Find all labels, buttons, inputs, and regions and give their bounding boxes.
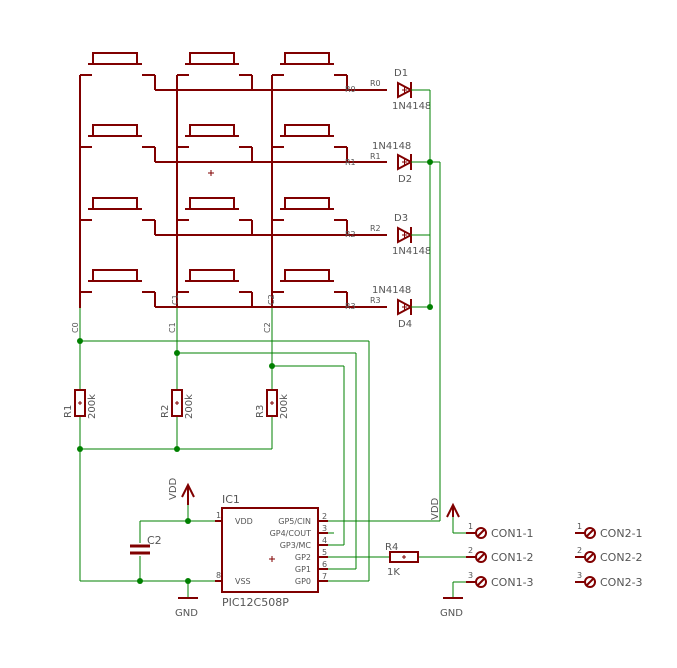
ic-ref: IC1 — [222, 493, 240, 506]
pushbutton-switch — [80, 52, 156, 90]
keypad-row-wires — [155, 89, 387, 308]
pushbutton-switch — [80, 269, 156, 307]
junction-dots — [77, 159, 433, 584]
con1-pin2-num: 2 — [468, 546, 473, 555]
gnd-label-con: GND — [440, 608, 463, 619]
connector-pins — [466, 527, 596, 588]
resistor-r3 — [266, 389, 278, 417]
ic-pin-label-vss: VSS — [235, 577, 251, 586]
column-label-c2: C2 — [263, 322, 272, 333]
ic-pin-label-gp2: GP2 — [295, 553, 311, 562]
ic-pin-num-1: 1 — [216, 511, 221, 520]
ic-pin-num-4: 4 — [322, 536, 327, 545]
ic-part: PIC12C508P — [222, 596, 289, 609]
diode-d3-ref: D3 — [394, 213, 408, 224]
ic-pin-num-3: 3 — [322, 524, 327, 533]
row-label-r2-small: R2 — [345, 230, 356, 239]
ic-pin-num-5: 5 — [322, 548, 327, 557]
diode-d4-ref: D4 — [398, 319, 412, 330]
con2-pin3-num: 3 — [577, 571, 582, 580]
resistor-r1 — [74, 389, 86, 417]
ic-pin-num-2: 2 — [322, 512, 327, 521]
resistor-r2-ref: R2 — [160, 405, 171, 418]
diode-d3 — [397, 226, 430, 244]
vdd-label-ic: VDD — [168, 477, 179, 500]
keypad-column-wires — [79, 75, 273, 308]
capacitor-c2 — [130, 544, 150, 555]
pushbutton-switch — [272, 197, 348, 235]
con1-pin3-num: 3 — [468, 571, 473, 580]
pushbutton-switch — [80, 124, 156, 162]
con2-3-label: CON2-3 — [600, 576, 643, 589]
pushbutton-switch — [177, 124, 253, 162]
diode-d1-value: 1N4148 — [392, 101, 431, 112]
row-label-r1-small: R1 — [345, 158, 356, 167]
diode-d4-value: 1N4148 — [372, 285, 411, 296]
column-label-c2-small: C2 — [267, 294, 276, 305]
pushbutton-switch — [272, 269, 348, 307]
ic-pin-label-gp0: GP0 — [295, 577, 311, 586]
con2-pin2-num: 2 — [577, 546, 582, 555]
con1-1-label: CON1-1 — [491, 527, 534, 540]
pushbutton-switch — [272, 124, 348, 162]
diode-d2-ref: D2 — [398, 174, 412, 185]
pushbutton-switch — [80, 197, 156, 235]
ic-pin-label-vdd: VDD — [235, 517, 253, 526]
pushbutton-switch — [177, 52, 253, 90]
ic-pic12c508p — [215, 507, 328, 593]
resistor-r2-value: 200k — [184, 394, 195, 419]
row-label-r3: R3 — [370, 296, 381, 305]
diode-d4 — [397, 298, 430, 316]
pushbutton-switch — [272, 52, 348, 90]
diode-d3-value: 1N4148 — [392, 246, 431, 257]
resistor-r3-value: 200k — [279, 394, 290, 419]
con2-2-label: CON2-2 — [600, 551, 643, 564]
vdd-arrow-icon — [446, 502, 460, 518]
row-label-r3-small: R3 — [345, 302, 356, 311]
ic-pin-num-7: 7 — [322, 572, 327, 581]
ic-pin-num-6: 6 — [322, 560, 327, 569]
ic-pin-label-gp5: GP5/CIN — [278, 517, 311, 526]
row-label-r0-small: R0 — [345, 85, 356, 94]
con2-pin1-num: 1 — [577, 522, 582, 531]
resistor-r4-value: 1K — [387, 567, 400, 578]
vdd-arrow-icon — [181, 482, 195, 505]
keypad-switches — [80, 52, 348, 307]
resistor-r2 — [171, 389, 183, 417]
diode-origin-marks — [402, 87, 407, 310]
resistor-r1-ref: R1 — [63, 405, 74, 418]
ic-pin-label-gp3: GP3/MC — [280, 541, 312, 550]
resistor-r4 — [389, 551, 419, 563]
capacitor-c2-ref: C2 — [147, 534, 162, 547]
con1-2-label: CON1-2 — [491, 551, 534, 564]
column-label-c1: C1 — [168, 322, 177, 333]
diode-d2-value: 1N4148 — [372, 141, 411, 152]
resistor-r1-value: 200k — [87, 394, 98, 419]
vdd-label-con: VDD — [430, 497, 441, 520]
con2-1-label: CON2-1 — [600, 527, 643, 540]
row-label-r2: R2 — [370, 224, 381, 233]
diode-d1 — [397, 81, 430, 99]
resistor-r3-ref: R3 — [255, 405, 266, 418]
row-label-r1: R1 — [370, 152, 381, 161]
ic-pin-num-8: 8 — [216, 571, 221, 580]
ic-pin-label-gp4: GP4/COUT — [270, 529, 312, 538]
pushbutton-switch — [177, 197, 253, 235]
origin-marker — [208, 170, 214, 176]
ic-pin-label-gp1: GP1 — [295, 565, 311, 574]
pushbutton-switch — [177, 269, 253, 307]
diode-d1-ref: D1 — [394, 68, 408, 79]
row-label-r0: R0 — [370, 79, 381, 88]
column-label-c0: C0 — [71, 322, 80, 333]
diode-d2 — [397, 153, 430, 171]
column-label-c1-small: C1 — [171, 294, 180, 305]
con1-3-label: CON1-3 — [491, 576, 534, 589]
resistor-r4-ref: R4 — [385, 542, 398, 553]
gnd-label-ic: GND — [175, 608, 198, 619]
con1-pin1-num: 1 — [468, 522, 473, 531]
